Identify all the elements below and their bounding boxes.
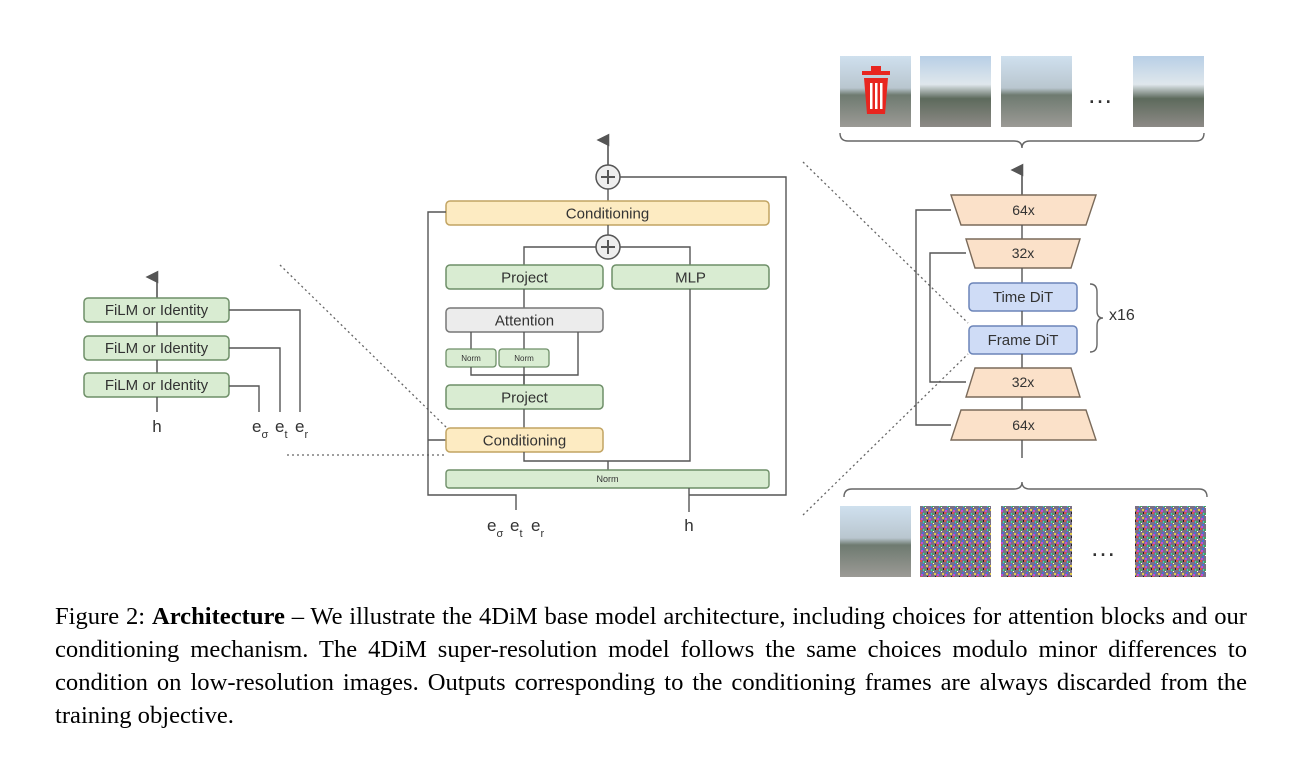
transformer-input-e-sigma: eσ — [487, 516, 503, 540]
unet-bottom-64x-label: 64x — [1012, 417, 1035, 433]
conditioning-top-label: Conditioning — [566, 206, 649, 223]
input-frames: … — [840, 506, 1206, 577]
unet-top-32x-label: 32x — [1012, 245, 1035, 261]
project-bottom-label: Project — [501, 390, 549, 407]
output-frame-3 — [1001, 56, 1072, 127]
input-frame-1 — [840, 506, 911, 577]
norm-small-1-label: Norm — [461, 354, 481, 363]
unet-bottom-32x — [965, 367, 1081, 398]
film-input-h: h — [152, 417, 161, 436]
input-frame-2 — [920, 506, 991, 577]
figure-caption: Figure 2: Architecture – We illustrate t… — [55, 600, 1247, 732]
film-block: FiLM or Identity FiLM or Identity FiLM o… — [83, 270, 308, 441]
transformer-input-e-t: et — [510, 516, 523, 540]
unet-top-64x-label: 64x — [1012, 202, 1035, 218]
attention-label: Attention — [495, 313, 554, 330]
film-layer-2-label: FiLM or Identity — [105, 340, 209, 357]
input-frames-ellipsis: … — [1090, 532, 1116, 562]
time-dit-label: Time DiT — [993, 289, 1053, 306]
frame-dit-label: Frame DiT — [988, 332, 1059, 349]
norm-bottom-box — [445, 469, 770, 489]
frame-dit-box — [968, 325, 1078, 355]
film-layer-1-label: FiLM or Identity — [105, 302, 209, 319]
unet-bottom-64x — [950, 409, 1097, 441]
film-layer-3-label: FiLM or Identity — [105, 377, 209, 394]
conditioning-bottom-label: Conditioning — [483, 433, 566, 450]
transformer-input-e-r: er — [531, 516, 544, 540]
norm-small-2-label: Norm — [514, 354, 534, 363]
film-input-e-sigma: eσ — [252, 417, 268, 441]
trash-icon — [862, 66, 890, 114]
input-frame-n — [1135, 506, 1206, 577]
input-frame-3 — [1001, 506, 1072, 577]
time-dit-box — [968, 282, 1078, 312]
output-frames: … — [840, 56, 1204, 127]
unet-top-64x — [950, 194, 1097, 226]
unet: … 64x 32x Time DiT Frame DiT x16 32x 64x — [839, 56, 1208, 577]
norm-bottom-label: Norm — [597, 474, 619, 484]
repeat-count: x16 — [1109, 307, 1135, 324]
output-frame-2 — [920, 56, 991, 127]
caption-text: – We illustrate the 4DiM base model arch… — [55, 603, 1247, 729]
transformer-input-h: h — [684, 516, 693, 535]
caption-title: Architecture — [151, 603, 285, 630]
architecture-figure: FiLM or Identity FiLM or Identity FiLM o… — [83, 56, 1208, 577]
transformer-block: Conditioning Project MLP Attention Norm … — [427, 133, 787, 540]
caption-prefix: Figure 2: — [55, 603, 152, 630]
mlp-label: MLP — [675, 270, 706, 287]
film-input-e-t: et — [275, 417, 288, 441]
unet-bottom-32x-label: 32x — [1012, 374, 1035, 390]
output-frame-n — [1133, 56, 1204, 127]
output-frames-ellipsis: … — [1087, 79, 1113, 109]
film-input-e-r: er — [295, 417, 308, 441]
unet-top-32x — [965, 238, 1081, 269]
project-top-label: Project — [501, 270, 549, 287]
